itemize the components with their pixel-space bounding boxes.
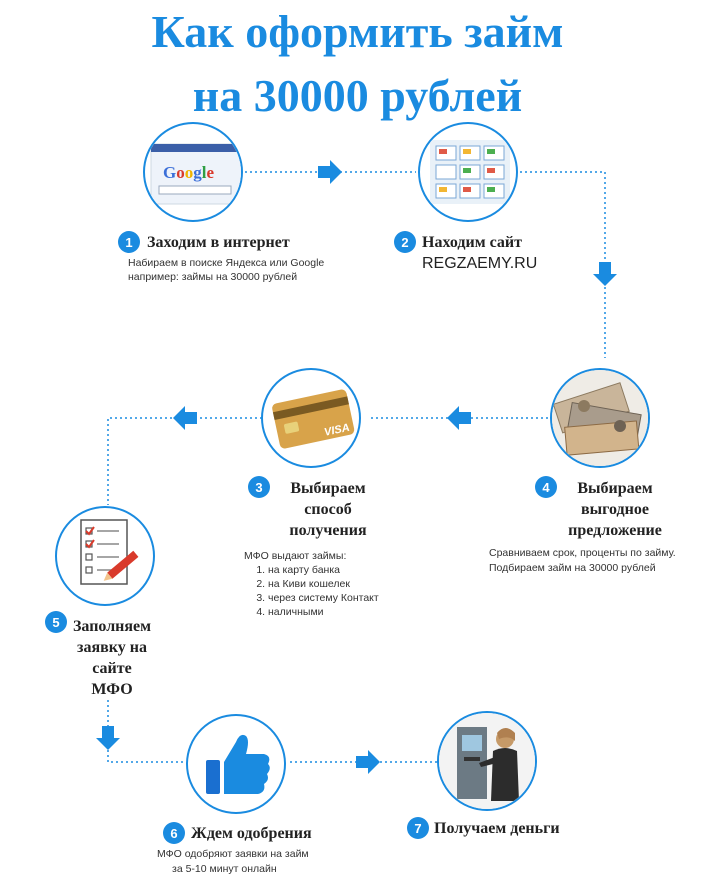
step-5-badge: 5 (45, 611, 67, 633)
ways-item: на карту банка (268, 563, 379, 577)
step-4-heading-line1: Выбираем (577, 480, 653, 497)
arrow-left-icon (447, 406, 471, 430)
svg-text:Google: Google (163, 163, 214, 182)
card-brand: VISA (323, 422, 351, 439)
step-4-badge: 4 (535, 476, 557, 498)
step-2-badge: 2 (394, 231, 416, 253)
ways-item: через систему Контакт (268, 591, 379, 605)
step-4-desc-line1: Сравниваем срок, проценты по займу. (489, 547, 676, 559)
step-2-site[interactable]: REGZAEMY.RU (422, 255, 538, 272)
step-1-heading: Заходим в интернет (147, 234, 290, 251)
ways-list: на карту банка на Киви кошелек через сис… (236, 563, 379, 619)
banknotes-icon (550, 368, 650, 468)
checklist-icon (55, 506, 155, 606)
step-3-heading-line1: Выбираем (290, 480, 366, 497)
step-3-badge: 3 (248, 476, 270, 498)
step-4-heading: Выбираем выгодное предложение (560, 478, 670, 541)
step-7-badge: 7 (407, 817, 429, 839)
ways-intro: МФО выдают займы: (244, 550, 347, 562)
step-6-desc-line2: за 5-10 минут онлайн (172, 863, 277, 875)
step-3-heading: Выбираем способ получения (283, 478, 373, 541)
page-title-line1: Как оформить займ (151, 6, 564, 57)
step-6-desc-line1: МФО одобряют заявки на займ (157, 848, 309, 860)
step-5-heading: Заполняем заявку на сайте МФО (62, 616, 162, 700)
step-5-heading-line4: МФО (91, 681, 133, 698)
bank-card-icon: VISA (261, 368, 361, 468)
step-7-heading: Получаем деньги (434, 820, 560, 837)
step-1-desc-line1: Набираем в поиске Яндекса или Google (128, 257, 325, 269)
step-4-desc-line2: Подбираем займ на 30000 рублей (489, 562, 656, 574)
arrow-right-icon (356, 750, 380, 774)
arrow-down-icon (593, 262, 617, 286)
atm-person-icon (437, 711, 537, 811)
google-search-icon: Google (143, 122, 243, 222)
websites-grid-icon (418, 122, 518, 222)
step-1-badge: 1 (118, 231, 140, 253)
arrow-left-icon (173, 406, 197, 430)
thumbs-up-icon (186, 714, 286, 814)
step-4-heading-line2: выгодное (581, 501, 649, 518)
step-5-heading-line1: Заполняем (72, 618, 152, 635)
step-5-heading-line2: заявку на (77, 639, 147, 656)
page-title-line2: на 30000 рублей (192, 70, 523, 121)
step-1-desc-line2: например: займы на 30000 рублей (128, 271, 298, 283)
ways-item: на Киви кошелек (268, 577, 379, 591)
step-4-heading-line3: предложение (568, 522, 662, 539)
step-2-heading: Находим сайт (422, 234, 522, 251)
arrow-down-icon (96, 726, 120, 750)
step-3-heading-line3: получения (289, 522, 367, 539)
step-3-heading-line2: способ (304, 501, 352, 518)
step-6-badge: 6 (163, 822, 185, 844)
step-5-heading-line3: сайте (92, 660, 132, 677)
step-6-heading: Ждем одобрения (191, 825, 312, 842)
ways-item: наличными (268, 605, 379, 619)
arrow-right-icon (318, 160, 342, 184)
